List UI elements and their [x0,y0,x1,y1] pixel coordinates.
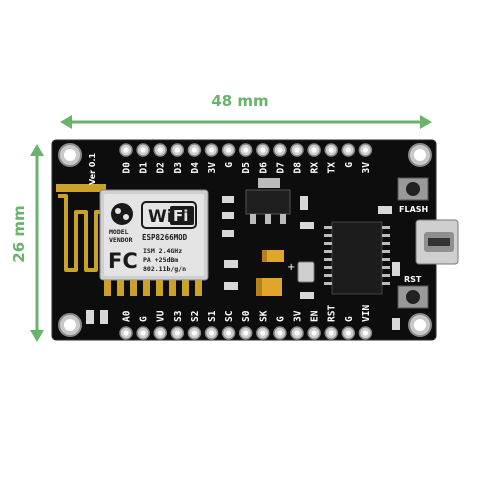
top-pin-labels: D0 D1 D2 D3 D4 3V G D5 D6 D7 D8 RX TX G 3V [122,162,372,174]
module-line-1: ISM 2.4GHz [143,247,182,255]
width-dimension-arrow [60,115,432,129]
top-pin-label: D5 [241,162,252,174]
top-pin-label: 3V [361,162,372,174]
bottom-pin-label: S2 [190,311,201,322]
bottom-pin-hole [345,330,351,336]
bottom-pin-hole [157,330,163,336]
bottom-pin-label: EN [310,310,321,322]
top-pin-hole [123,147,129,153]
bottom-pin-label: S1 [207,310,218,322]
top-pin-hole [157,147,163,153]
bottom-pin-label: VU [156,310,167,322]
bottom-pin-label: 3V [293,310,304,322]
top-pin-label: D1 [139,162,150,174]
top-pin-hole [328,147,334,153]
top-pin-hole [174,147,180,153]
top-pin-hole [311,147,317,153]
module-line-3: 802.11b/g/n [143,265,186,273]
pcb-antenna [56,184,106,272]
top-pin-label: G [224,162,235,168]
bottom-pin-label: S3 [173,310,184,322]
wifi-logo-text-2: Fi [173,207,188,225]
top-pin-hole [260,147,266,153]
top-pin-label: D2 [156,162,167,173]
top-pin-label: D7 [275,162,286,173]
bottom-pin-label: VIN [361,305,372,322]
bottom-pin-hole [243,330,249,336]
vendor-logo-icon [111,203,133,225]
top-pin-hole [243,147,249,153]
top-pin-label: TX [327,162,338,174]
top-pin-hole [208,147,215,153]
module-model-label: MODEL [109,228,129,236]
reset-button-label: RST [404,275,422,284]
bottom-pin-label: G [275,316,286,322]
bottom-pin-hole [277,330,283,336]
tantalum-capacitors: + [256,250,295,296]
top-pin-label: 3V [207,162,218,174]
fcc-logo: FC [108,249,138,273]
top-pin-hole [191,147,197,153]
version-label: Ver 0.1 [88,152,97,185]
bottom-pin-hole [311,330,317,336]
bottom-pin-hole [191,330,197,336]
top-pin-label: D8 [293,162,304,174]
svg-text:+: + [287,262,295,273]
top-pin-hole [345,147,351,153]
top-pin-hole [294,147,300,153]
voltage-regulator [245,178,291,224]
mounting-holes [58,143,432,337]
top-pin-label: D6 [258,162,269,174]
bottom-pin-label: RST [327,305,338,322]
bottom-pin-label: SK [258,310,269,322]
module-line-2: PA +25dBm [143,256,178,264]
module-vendor-label: VENDOR [109,236,133,244]
top-pin-hole [362,147,368,153]
top-pin-label: D3 [173,162,184,174]
bottom-pin-hole [208,330,215,336]
reset-button [397,285,429,309]
top-pin-hole [277,147,283,153]
esp8266-module: Wi Fi MODEL VENDOR ESP8266MOD FC ISM 2.4… [99,189,209,296]
top-pin-hole [226,147,232,153]
bottom-pin-hole [328,330,334,336]
module-name: ESP8266MOD [142,233,188,242]
top-pin-label: D0 [122,162,133,174]
bottom-pin-label: G [139,316,150,322]
top-pin-label: G [344,162,355,168]
bottom-pin-hole [362,330,368,336]
top-pin-label: RX [310,162,321,174]
usb-serial-chip [324,221,390,295]
bottom-pin-hole [260,330,266,336]
bottom-pin-label: G [344,316,355,322]
smd-components [86,196,400,330]
bottom-pin-label: S0 [241,310,252,322]
height-dimension-arrow [30,144,44,342]
flash-button [397,177,429,201]
bottom-pin-hole [140,330,146,336]
bottom-pin-hole [294,330,300,336]
micro-usb-connector [415,219,459,265]
top-pin-label: D4 [190,162,201,174]
bottom-pin-label: A0 [122,310,133,322]
width-dimension-label: 48 mm [211,92,269,110]
bottom-pin-hole [226,330,232,336]
bottom-pin-hole [123,330,129,336]
bottom-pin-pads [119,326,373,340]
bottom-pin-hole [174,330,180,336]
bottom-pin-label: SC [224,310,235,322]
top-pin-pads [119,143,373,157]
flash-button-label: FLASH [399,205,428,214]
top-pin-hole [140,147,146,153]
wifi-logo-text: Wi [148,207,173,227]
